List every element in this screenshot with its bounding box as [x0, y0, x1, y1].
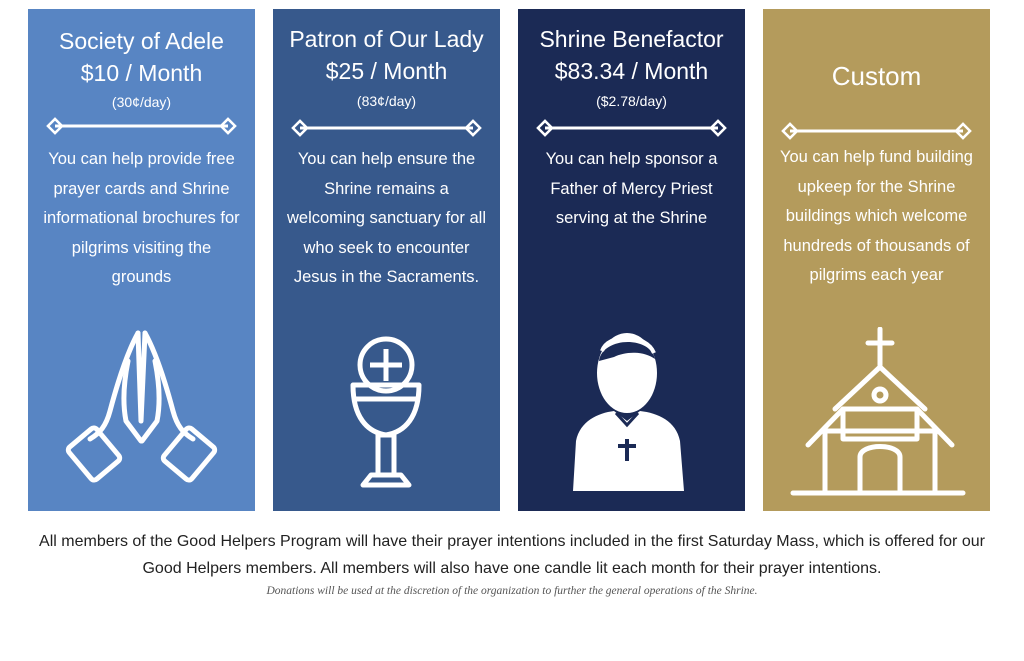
- ornament-divider-icon: [46, 117, 237, 135]
- card-daily-rate: (30¢/day): [111, 94, 172, 110]
- card-price: $10 / Month: [80, 60, 203, 86]
- card-description: You can help ensure the Shrine remains a…: [287, 150, 486, 286]
- priest-icon: [518, 321, 745, 501]
- church-icon: [763, 326, 990, 507]
- card-title: Society of Adele: [59, 28, 224, 54]
- ornament-divider-icon: [291, 119, 482, 137]
- card-title: Custom: [831, 61, 922, 91]
- card-description: You can help fund building upkeep for th…: [780, 148, 973, 284]
- card-price: $83.34 / Month: [554, 58, 709, 84]
- card-daily-rate: (83¢/day): [356, 93, 417, 109]
- membership-card-patron-of-our-lady[interactable]: Patron of Our Lady $25 / Month (83¢/day)…: [273, 9, 500, 511]
- membership-card-custom[interactable]: Custom You can help fund building upkeep…: [763, 9, 990, 511]
- ornament-divider-icon: [781, 122, 972, 140]
- card-price: $25 / Month: [325, 58, 448, 84]
- program-description: All members of the Good Helpers Program …: [39, 533, 985, 577]
- card-description: You can help provide free prayer cards a…: [43, 150, 240, 286]
- card-daily-rate: ($2.78/day): [596, 93, 667, 109]
- membership-card-society-of-adele[interactable]: Society of Adele $10 / Month (30¢/day) Y…: [28, 9, 255, 511]
- ornament-divider-icon: [536, 119, 727, 137]
- membership-card-shrine-benefactor[interactable]: Shrine Benefactor $83.34 / Month ($2.78/…: [518, 9, 745, 511]
- chalice-host-icon: [273, 327, 500, 507]
- card-title: Patron of Our Lady: [289, 26, 484, 52]
- card-description: You can help sponsor a Father of Mercy P…: [545, 150, 718, 227]
- praying-hands-icon: [28, 321, 255, 501]
- donation-disclaimer: Donations will be used at the discretion…: [266, 585, 758, 597]
- card-title: Shrine Benefactor: [539, 26, 724, 52]
